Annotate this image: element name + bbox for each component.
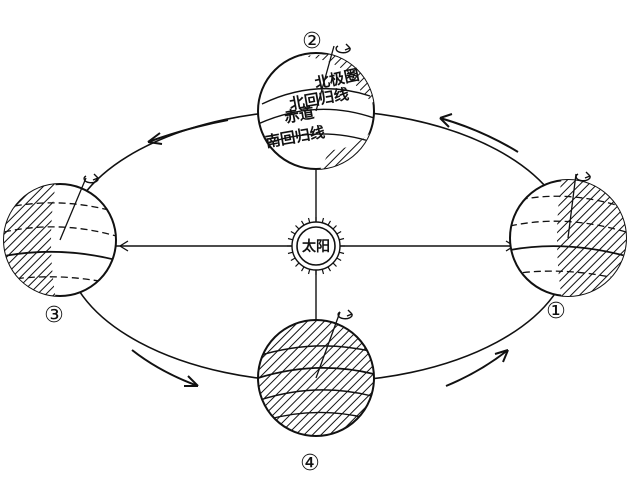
sun-label: 太阳 — [302, 238, 330, 255]
sun-ray — [307, 269, 311, 275]
sun-ray — [327, 220, 332, 226]
sun-ray — [300, 266, 305, 272]
sun-ray — [300, 220, 305, 226]
sun-ray — [339, 237, 345, 241]
position-label-1: ① — [546, 299, 566, 324]
sun-ray — [295, 225, 300, 230]
pointer-arrow-3 — [118, 240, 129, 252]
position-label-4: ④ — [300, 451, 320, 476]
sun-ray — [339, 251, 345, 255]
sun-icon — [287, 217, 345, 275]
earth-position-4 — [257, 311, 375, 437]
position-label-3: ③ — [44, 303, 64, 328]
sun-ray — [290, 230, 296, 235]
sun-ray — [287, 237, 293, 241]
position-label-2: ② — [302, 29, 322, 54]
sun-ray — [332, 225, 337, 230]
sun-ray — [336, 257, 342, 262]
sun-ray — [307, 217, 311, 223]
sun-ray — [336, 230, 342, 235]
sun-ray — [321, 217, 325, 223]
sun-ray — [332, 262, 337, 267]
sun-ray — [321, 269, 325, 275]
earth-position-1 — [509, 173, 627, 297]
earth-position-3 — [3, 177, 117, 297]
rotation-arrow-icon — [83, 43, 591, 320]
sun-ray — [295, 262, 300, 267]
orbit-direction-arrow-icon — [131, 113, 519, 387]
sun-ray — [287, 251, 293, 255]
sun-ray — [327, 266, 332, 272]
lat-equator: 赤道 — [283, 104, 316, 127]
sun-ray — [290, 257, 296, 262]
